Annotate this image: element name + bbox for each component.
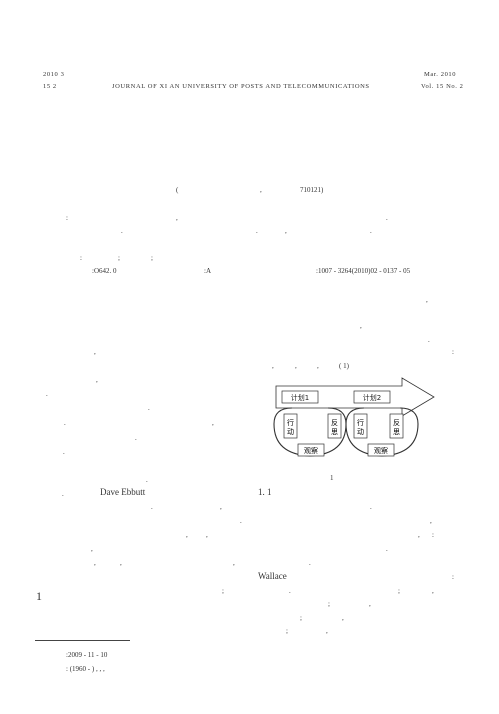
plan-1-label: 计划1 <box>291 393 309 402</box>
reflect-1-box <box>327 413 342 439</box>
action-research-diagram: 计划1 计划2 行 动 反 思 行 动 反 思 观察 观察 <box>273 377 435 457</box>
footnote-received-date: :2009 - 11 - 10 <box>66 651 108 659</box>
act-2-box <box>353 413 368 439</box>
document-code: :A <box>204 267 211 275</box>
reflect-2-char-2: 思 <box>393 428 400 436</box>
act-2-char-2: 动 <box>357 427 364 436</box>
observe-2-box <box>367 443 395 457</box>
affiliation-comma: , <box>260 186 262 194</box>
plan-1-box <box>281 390 319 404</box>
figure-reference: ( 1) <box>339 362 349 370</box>
plan-2-label: 计划2 <box>363 393 381 402</box>
footnote-author-info: : (1960 - ) , , , <box>66 665 105 673</box>
author-name: Dave Ebbutt <box>100 487 146 497</box>
observe-1-box <box>297 443 325 457</box>
act-1-box <box>283 413 298 439</box>
reflect-2-box <box>389 413 404 439</box>
affiliation-open-paren: ( <box>176 186 179 194</box>
header-date-en: Mar. 2010 <box>424 71 457 78</box>
article-id: :1007 - 3264(2010)02 - 0137 - 05 <box>316 267 411 275</box>
act-1-char-1: 行 <box>287 418 294 427</box>
header-journal-name: JOURNAL OF XI AN UNIVERSITY OF POSTS AND… <box>112 83 370 90</box>
observe-2-label: 观察 <box>374 446 388 455</box>
plan-2-box <box>353 390 391 404</box>
reflect-2-char-1: 反 <box>393 418 400 427</box>
act-2-char-1: 行 <box>357 418 364 427</box>
act-1-char-2: 动 <box>287 427 294 436</box>
observe-1-label: 观察 <box>304 446 318 455</box>
author-name-2: Wallace <box>258 571 287 581</box>
header-volume-en: Vol. 15 No. 2 <box>421 83 464 90</box>
header-volume-issue: 15 2 <box>43 83 57 90</box>
reflect-1-char-1: 反 <box>331 418 338 427</box>
side-number: 1 <box>36 589 42 603</box>
header-year-month: 2010 3 <box>43 71 65 78</box>
classification-number: :O642. 0 <box>92 267 117 275</box>
abstract-colon: : <box>66 214 68 222</box>
affiliation-postcode: 710121) <box>300 186 324 194</box>
footnote-divider <box>35 640 130 641</box>
figure-number: 1 <box>330 474 334 482</box>
reflect-1-char-2: 思 <box>331 428 338 436</box>
section-reference: 1. 1 <box>258 487 272 497</box>
